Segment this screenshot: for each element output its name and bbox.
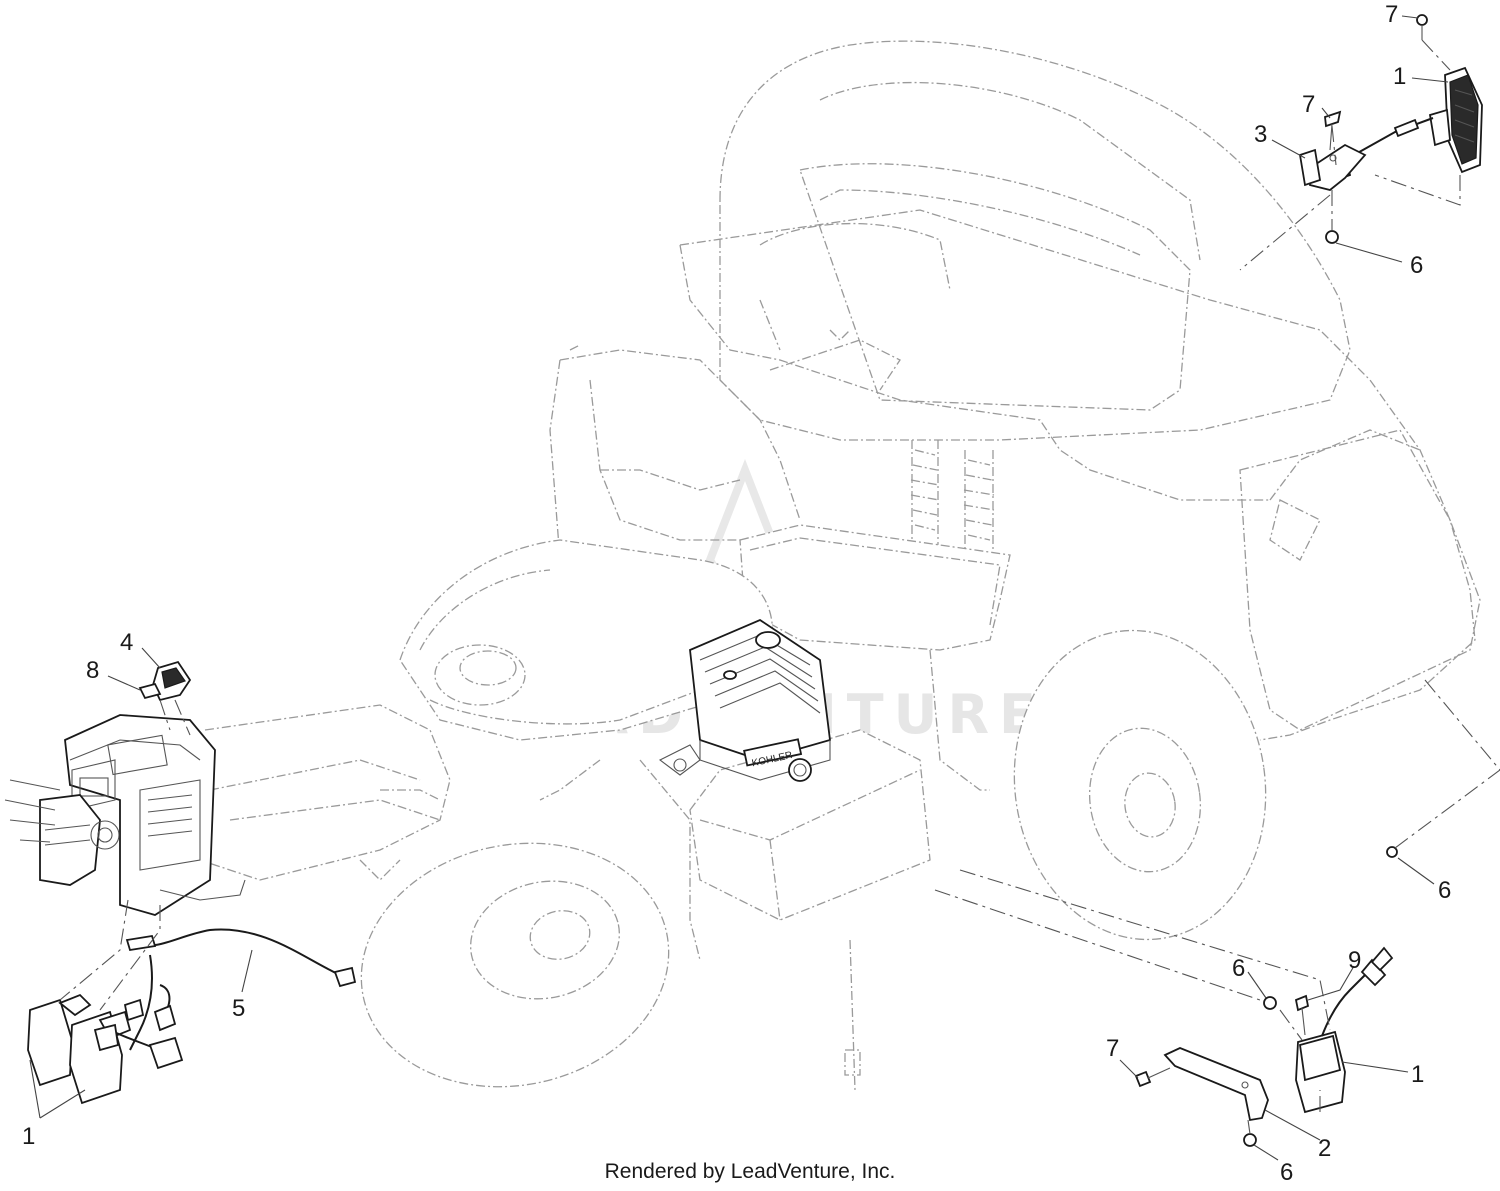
callout-2: 2	[1318, 1135, 1331, 1162]
bolt-lower-right	[1294, 994, 1310, 1036]
callout-9: 9	[1348, 947, 1361, 974]
callout-6-right: 6	[1438, 877, 1451, 904]
wire-harness	[123, 928, 357, 1051]
callout-7-lower: 7	[1106, 1035, 1119, 1062]
callout-6-bottom: 6	[1280, 1159, 1293, 1186]
callout-1-left: 1	[22, 1123, 35, 1150]
nut-mid	[1263, 996, 1277, 1010]
bolt-lower-left	[1134, 1067, 1171, 1088]
callout-6-top: 6	[1410, 252, 1423, 279]
callout-4: 4	[120, 629, 133, 656]
callout-labels: 7 1 7 3 6 4 8 6 5 6 9 7 1 2 6 1	[22, 1, 1451, 1186]
callout-1-top: 1	[1393, 63, 1406, 90]
work-light-right	[1295, 946, 1394, 1114]
bolt-top-right	[1416, 14, 1428, 40]
callout-6-mid: 6	[1232, 955, 1245, 982]
nut-top	[1325, 230, 1339, 244]
leader-lines	[29, 15, 1449, 1161]
bolt-top-left	[1324, 110, 1342, 151]
footer-credit: Rendered by LeadVenture, Inc.	[605, 1160, 896, 1183]
decal-part	[138, 682, 162, 700]
switch-part	[152, 660, 192, 702]
callout-7-bracket: 7	[1302, 91, 1315, 118]
left-console	[4, 714, 246, 916]
callout-3: 3	[1254, 121, 1267, 148]
nut-bottom	[1243, 1133, 1257, 1147]
mower-ghost-outline	[199, 40, 1481, 1091]
callout-1-right: 1	[1411, 1061, 1424, 1088]
assembly-lines	[59, 39, 1500, 1135]
callout-5: 5	[232, 995, 245, 1022]
work-light-left-pair	[27, 993, 184, 1105]
light-bracket-top	[1298, 143, 1367, 191]
callout-7-top: 7	[1385, 1, 1398, 28]
light-bracket-lower	[1163, 1047, 1269, 1122]
nut-right	[1386, 846, 1398, 858]
callout-8: 8	[86, 657, 99, 684]
